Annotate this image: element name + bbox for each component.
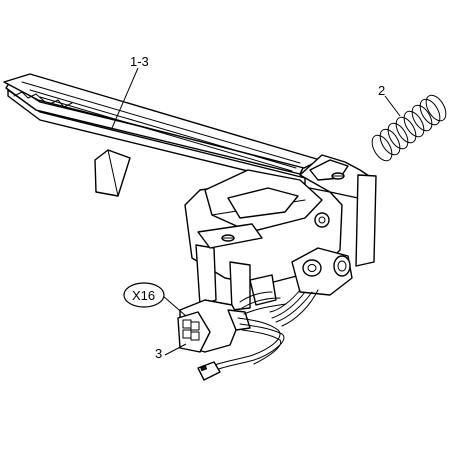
connector-callout-bubble (123, 282, 165, 308)
wiring-harness (197, 317, 285, 381)
leader-spring (384, 95, 401, 117)
spring (371, 94, 447, 162)
connector-x16 (177, 291, 287, 353)
leader-lines (111, 67, 401, 356)
pedal-arm (94, 149, 131, 197)
leader-connector (162, 295, 187, 317)
pedal-plate (3, 73, 321, 186)
label-spring: 2 (378, 83, 385, 98)
connector-callout: X16 (123, 282, 165, 308)
leader-harness (164, 343, 187, 356)
pedal-housing (184, 154, 377, 311)
position-sensor (269, 247, 353, 327)
label-harness: 3 (155, 346, 162, 361)
label-pedal: 1-3 (130, 54, 149, 69)
leader-pedal (111, 67, 139, 129)
label-connector: X16 (132, 288, 155, 303)
